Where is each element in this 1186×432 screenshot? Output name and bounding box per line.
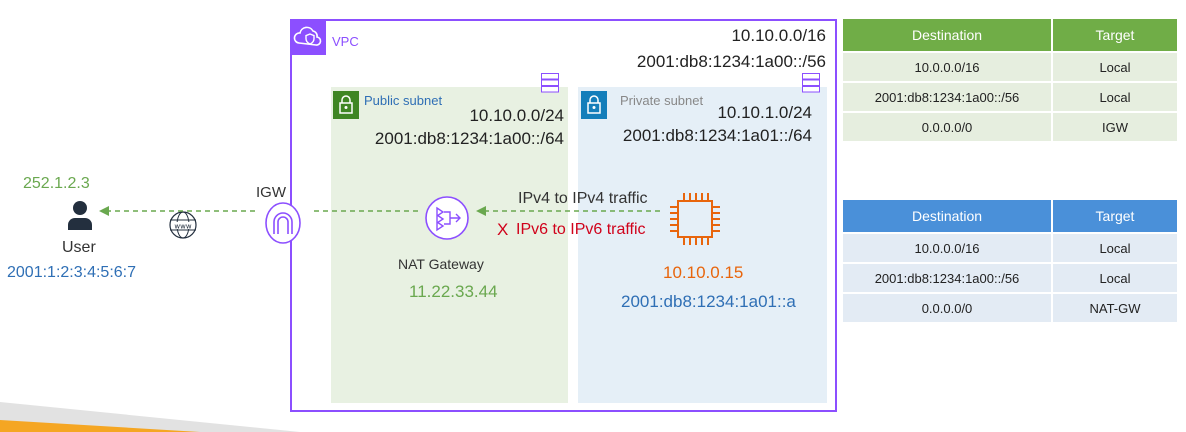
- target-cell: Local: [1053, 53, 1177, 81]
- destination-cell: 0.0.0.0/0: [843, 113, 1051, 141]
- target-cell: Local: [1053, 234, 1177, 262]
- user-label: User: [62, 239, 96, 256]
- column-header-target: Target: [1053, 200, 1177, 232]
- user-icon: [66, 200, 94, 235]
- svg-text:www: www: [174, 223, 191, 231]
- nat-gateway-ip: 11.22.33.44: [409, 282, 498, 301]
- nat-gateway-label: NAT Gateway: [398, 256, 484, 272]
- public-subnet-ipv6: 2001:db8:1234:1a00::/64: [374, 129, 564, 148]
- route-table-public: Destination Target 10.0.0.0/16 Local 200…: [841, 17, 1179, 143]
- vpc-ipv4-cidr: 10.10.0.0/16: [731, 26, 826, 45]
- instance-ipv4: 10.10.0.15: [663, 263, 744, 282]
- target-cell: NAT-GW: [1053, 294, 1177, 322]
- table-row: 2001:db8:1234:1a00::/56 Local: [843, 264, 1177, 292]
- lock-icon: [333, 91, 359, 119]
- ipv4-traffic-label: IPv4 to IPv4 traffic: [518, 190, 648, 207]
- www-globe-icon: www: [168, 210, 198, 245]
- destination-cell: 2001:db8:1234:1a00::/56: [843, 264, 1051, 292]
- public-subnet-ipv4: 10.10.0.0/24: [469, 106, 564, 125]
- target-cell: Local: [1053, 83, 1177, 111]
- table-row: 10.0.0.0/16 Local: [843, 234, 1177, 262]
- public-subnet-label: Public subnet: [364, 93, 443, 108]
- user-ipv4: 252.1.2.3: [23, 175, 90, 192]
- target-cell: Local: [1053, 264, 1177, 292]
- vpc-cloud-icon: [290, 19, 326, 55]
- vpc-ipv6-cidr: 2001:db8:1234:1a00::/56: [636, 52, 826, 71]
- column-header-destination: Destination: [843, 19, 1051, 51]
- instance-ipv6: 2001:db8:1234:1a01::a: [621, 292, 796, 311]
- table-row: 0.0.0.0/0 IGW: [843, 113, 1177, 141]
- destination-cell: 10.0.0.0/16: [843, 234, 1051, 262]
- route-table-private: Destination Target 10.0.0.0/16 Local 200…: [841, 198, 1179, 324]
- column-header-target: Target: [1053, 19, 1177, 51]
- target-cell: IGW: [1053, 113, 1177, 141]
- vpc-label: VPC: [332, 34, 359, 49]
- private-subnet-ipv4: 10.10.1.0/24: [717, 103, 812, 122]
- destination-cell: 0.0.0.0/0: [843, 294, 1051, 322]
- public-subnet: [331, 87, 568, 403]
- nat-gateway-icon: [424, 195, 470, 246]
- destination-cell: 10.0.0.0/16: [843, 53, 1051, 81]
- destination-cell: 2001:db8:1234:1a00::/56: [843, 83, 1051, 111]
- lock-icon: [581, 91, 607, 119]
- private-subnet-ipv6: 2001:db8:1234:1a01::/64: [622, 126, 812, 145]
- table-row: 0.0.0.0/0 NAT-GW: [843, 294, 1177, 322]
- private-subnet-label: Private subnet: [620, 93, 704, 108]
- column-header-destination: Destination: [843, 200, 1051, 232]
- igw-icon: [257, 202, 309, 249]
- user-ipv6: 2001:1:2:3:4:5:6:7: [7, 264, 136, 281]
- ipv6-traffic-label: IPv6 to IPv6 traffic: [516, 221, 646, 238]
- table-row: 10.0.0.0/16 Local: [843, 53, 1177, 81]
- ipv6-blocked-mark: X: [497, 220, 509, 239]
- table-row: 2001:db8:1234:1a00::/56 Local: [843, 83, 1177, 111]
- route-table-icon: [802, 73, 820, 98]
- route-table-icon: [541, 73, 559, 98]
- ec2-chip-icon: [666, 189, 724, 254]
- igw-label: IGW: [256, 184, 286, 201]
